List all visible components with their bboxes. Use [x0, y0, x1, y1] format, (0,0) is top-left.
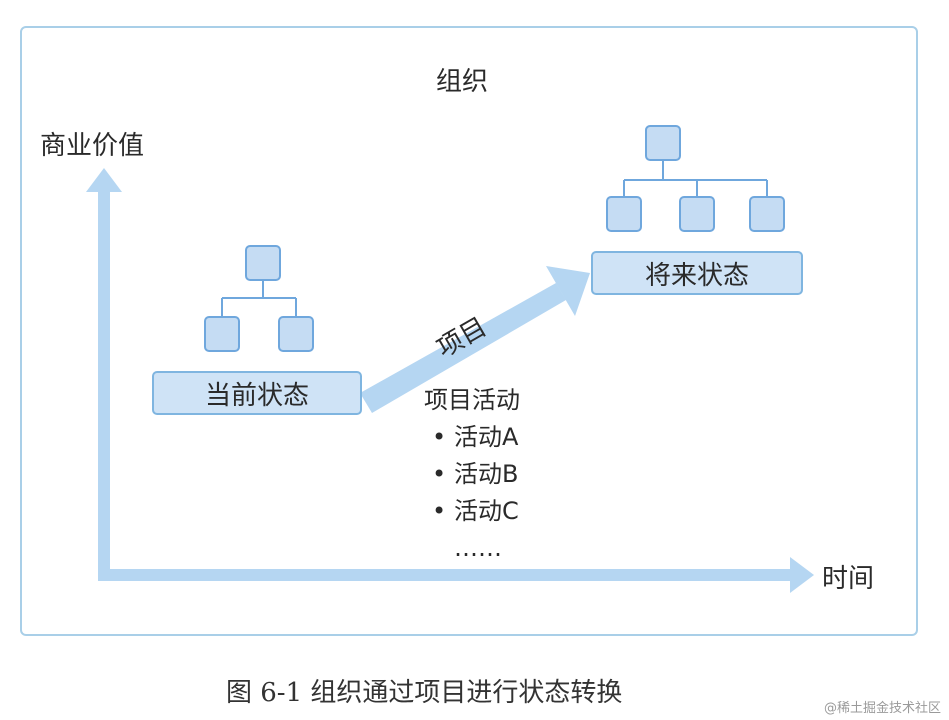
future-org-node-left	[606, 196, 642, 232]
y-axis-arrow	[86, 168, 122, 581]
future-state-box: 将来状态	[591, 251, 803, 295]
activity-item-label: 活动C	[454, 497, 519, 525]
future-state-label: 将来状态	[644, 260, 749, 291]
current-org-node-top	[245, 245, 281, 281]
activity-item: •活动A	[424, 419, 520, 456]
x-axis-arrow	[98, 557, 814, 593]
x-axis-label: 时间	[822, 564, 875, 594]
y-axis-label: 商业价值	[40, 131, 145, 161]
current-org-node-right	[278, 316, 314, 352]
bullet-icon: •	[432, 497, 447, 525]
bullet-icon: •	[432, 423, 447, 451]
current-org-node-left	[204, 316, 240, 352]
current-state-box: 当前状态	[152, 371, 362, 415]
activity-more: ……	[454, 534, 502, 562]
current-tree-connectors	[221, 281, 297, 316]
project-arrow	[360, 266, 590, 413]
activities-heading: 项目活动	[424, 386, 520, 414]
activity-item: •活动C	[424, 493, 520, 530]
current-state-label: 当前状态	[204, 380, 309, 411]
future-org-node-right	[749, 196, 785, 232]
activities-list: 项目活动 •活动A •活动B •活动C ……	[424, 382, 520, 567]
bullet-icon: •	[432, 460, 447, 488]
watermark: @稀土掘金技术社区	[823, 701, 941, 716]
diagram-frame	[20, 26, 918, 636]
future-org-node-middle	[679, 196, 715, 232]
organization-title: 组织	[436, 67, 489, 97]
future-org-node-top	[645, 125, 681, 161]
figure-caption: 图 6-1 组织通过项目进行状态转换	[226, 678, 623, 708]
activity-item: •活动B	[424, 456, 520, 493]
future-tree-connectors	[623, 161, 768, 196]
activity-item-label: 活动B	[454, 460, 519, 488]
activity-item-label: 活动A	[454, 423, 519, 451]
